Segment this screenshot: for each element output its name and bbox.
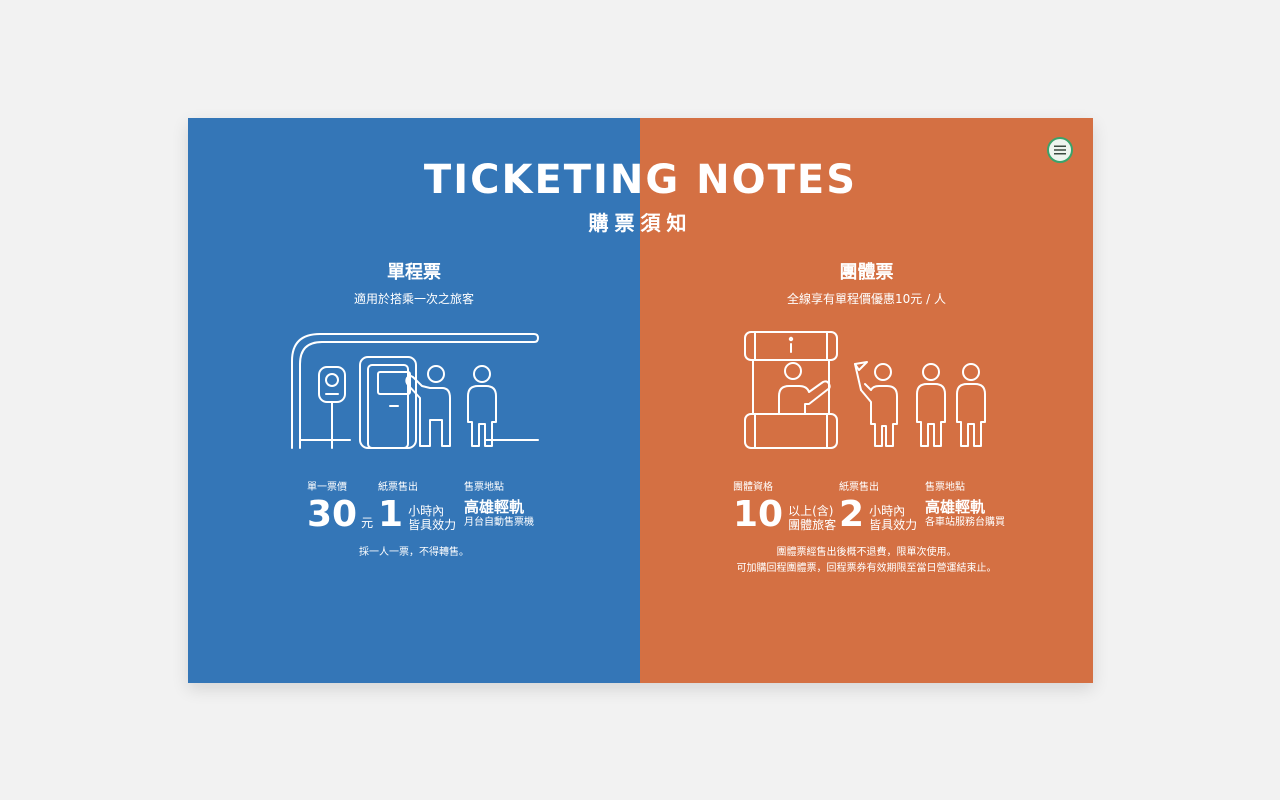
- group-place-sub: 各車站服務台購買: [925, 517, 1005, 528]
- group-ticket-name: 團體票: [839, 262, 894, 283]
- single-ticket-name: 單程票: [387, 262, 441, 283]
- group-place-title: 高雄輕軌: [925, 498, 986, 516]
- single-price-number: 30: [307, 494, 358, 535]
- group-qualification-stat: 團體資格 10 以上(含) 團體旅客: [733, 482, 837, 535]
- single-place-stat: 售票地點 高雄輕軌 月台自動售票機: [464, 482, 534, 529]
- group-validity-line1: 小時內: [869, 504, 906, 518]
- page-title: TICKETING NOTES: [423, 157, 858, 203]
- service-counter-group-illustration-icon: [744, 331, 986, 449]
- group-validity-line2: 皆具效力: [869, 518, 918, 532]
- group-ticket-note-line2: 可加購回程團體票，回程票券有效期限至當日營運結束止。: [736, 563, 997, 574]
- group-ticket-note-line1: 團體票經售出後概不退費，限單次使用。: [776, 547, 957, 558]
- group-place-stat: 售票地點 高雄輕軌 各車站服務台購買: [925, 482, 1005, 529]
- ticketing-notes-card: 單程票 適用於搭乘一次之旅客 單一票價: [188, 118, 1093, 683]
- single-price-label: 單一票價: [307, 482, 347, 493]
- single-place-label: 售票地點: [464, 482, 504, 493]
- group-validity-number: 2: [839, 494, 865, 535]
- single-price-unit: 元: [361, 516, 374, 530]
- hamburger-menu-icon: [1054, 145, 1066, 155]
- group-validity-stat: 紙票售出 2 小時內 皆具效力: [839, 482, 918, 535]
- group-ticket-panel: 團體票 全線享有單程價優惠10元 / 人: [640, 118, 1093, 683]
- group-ticket-description: 全線享有單程價優惠10元 / 人: [787, 292, 946, 306]
- single-place-sub: 月台自動售票機: [464, 517, 534, 528]
- group-qualification-line1: 以上(含): [788, 504, 834, 518]
- single-validity-number: 1: [378, 494, 404, 535]
- page-subtitle: 購票須知: [588, 211, 693, 235]
- single-validity-line1: 小時內: [408, 504, 445, 518]
- group-qualification-line2: 團體旅客: [788, 518, 837, 532]
- ticket-machine-illustration-icon: [291, 333, 539, 449]
- group-qualification-number: 10: [733, 494, 784, 535]
- single-ticket-note: 採一人一票，不得轉售。: [359, 547, 469, 558]
- single-ticket-description: 適用於搭乘一次之旅客: [353, 292, 474, 306]
- single-price-stat: 單一票價 30 元: [307, 482, 374, 535]
- single-validity-label: 紙票售出: [378, 482, 418, 493]
- single-validity-stat: 紙票售出 1 小時內 皆具效力: [378, 482, 457, 535]
- group-qualification-label: 團體資格: [733, 482, 773, 493]
- group-place-label: 售票地點: [925, 482, 965, 493]
- group-validity-label: 紙票售出: [839, 482, 879, 493]
- single-place-title: 高雄輕軌: [464, 498, 525, 516]
- single-ticket-panel: 單程票 適用於搭乘一次之旅客 單一票價: [188, 118, 640, 683]
- single-validity-line2: 皆具效力: [408, 518, 457, 532]
- menu-button[interactable]: [1047, 137, 1073, 163]
